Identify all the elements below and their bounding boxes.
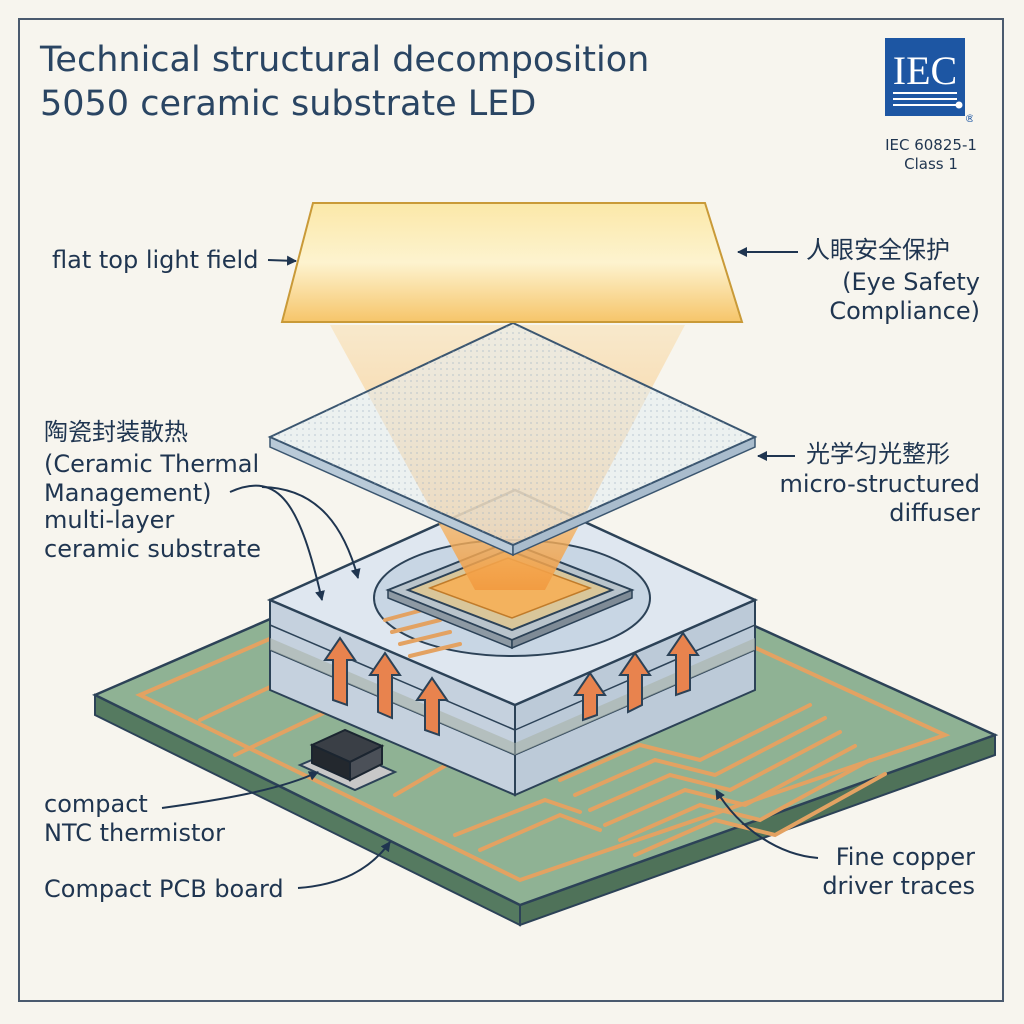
label-ceramic-thermal-en: (Ceramic Thermal Management): [44, 450, 260, 507]
iec-logo: IEC ®: [885, 38, 973, 122]
label-diffuser: micro-structured diffuser: [779, 470, 980, 527]
label-ceramic-substrate: multi-layer ceramic substrate: [44, 506, 262, 563]
registered-mark: ®: [965, 112, 974, 122]
label-eye-safety-en: (Eye Safety Compliance): [829, 268, 980, 325]
label-ceramic-thermal-cn: 陶瓷封装散热: [44, 418, 188, 446]
diffuser-plate: [267, 321, 758, 557]
callout-arrows: [161, 247, 819, 889]
logo-text: IEC: [893, 48, 957, 93]
label-copper-traces: Fine copper driver traces: [822, 843, 975, 900]
label-optical-shaping-cn: 光学匀光整形: [806, 440, 950, 468]
ntc-thermistor: [297, 728, 398, 792]
title-line-1: Technical structural decomposition: [40, 40, 650, 80]
standard-line-1: IEC 60825-1: [885, 136, 977, 154]
standard-label: IEC 60825-1 Class 1: [866, 136, 996, 174]
label-eye-safety-cn: 人眼安全保护: [806, 236, 950, 264]
flat-top-light-field: [280, 202, 744, 323]
label-flat-top-light-field: flat top light field: [52, 246, 259, 274]
border-frame: [18, 18, 1004, 1002]
label-ntc-thermistor: compact NTC thermistor: [44, 790, 225, 847]
heat-flow-arrows: [323, 631, 700, 737]
page-title: Technical structural decomposition 5050 …: [40, 38, 649, 126]
label-pcb-board: Compact PCB board: [44, 875, 284, 903]
standard-line-2: Class 1: [904, 155, 958, 173]
title-line-2: 5050 ceramic substrate LED: [40, 84, 537, 124]
